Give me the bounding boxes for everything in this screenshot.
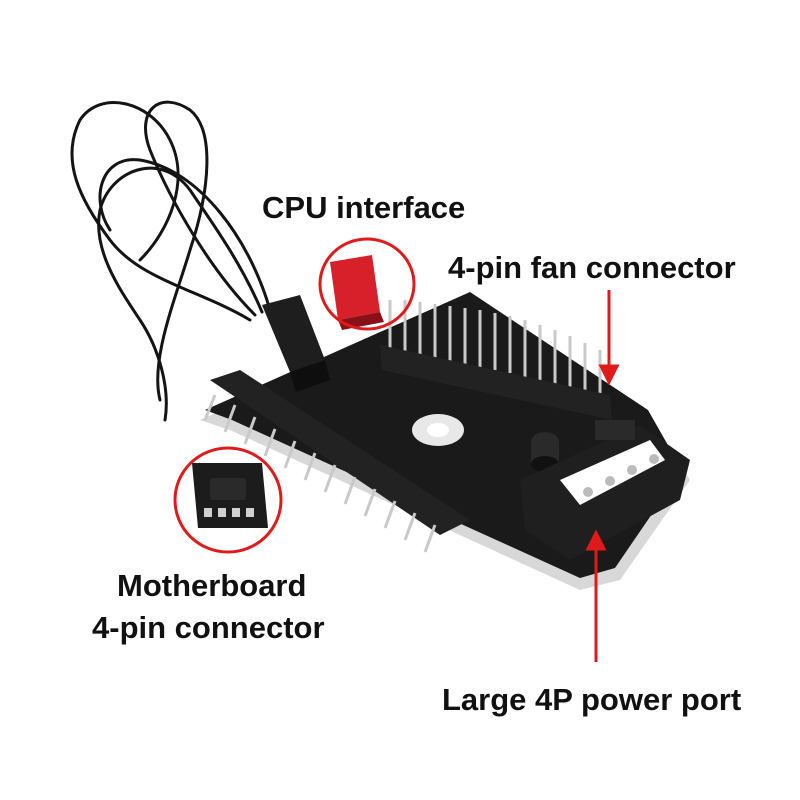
motherboard-connector xyxy=(192,463,268,528)
back-header-housing xyxy=(380,345,612,420)
molex-power-port xyxy=(520,420,690,560)
front-pin-headers xyxy=(203,370,470,553)
motherboard-label-line2: 4-pin connector xyxy=(92,610,325,645)
cable xyxy=(70,100,272,422)
cable-connector xyxy=(262,295,330,392)
power-port-label: Large 4P power port xyxy=(442,682,742,717)
back-pin-headers xyxy=(388,300,602,407)
motherboard-label-line1: Motherboard xyxy=(117,568,307,603)
cpu-interface-label: CPU interface xyxy=(262,190,466,225)
fan-connector-label: 4-pin fan connector xyxy=(448,250,736,285)
cpu-callout-circle xyxy=(318,237,416,331)
motherboard-callout-circle xyxy=(173,446,283,554)
